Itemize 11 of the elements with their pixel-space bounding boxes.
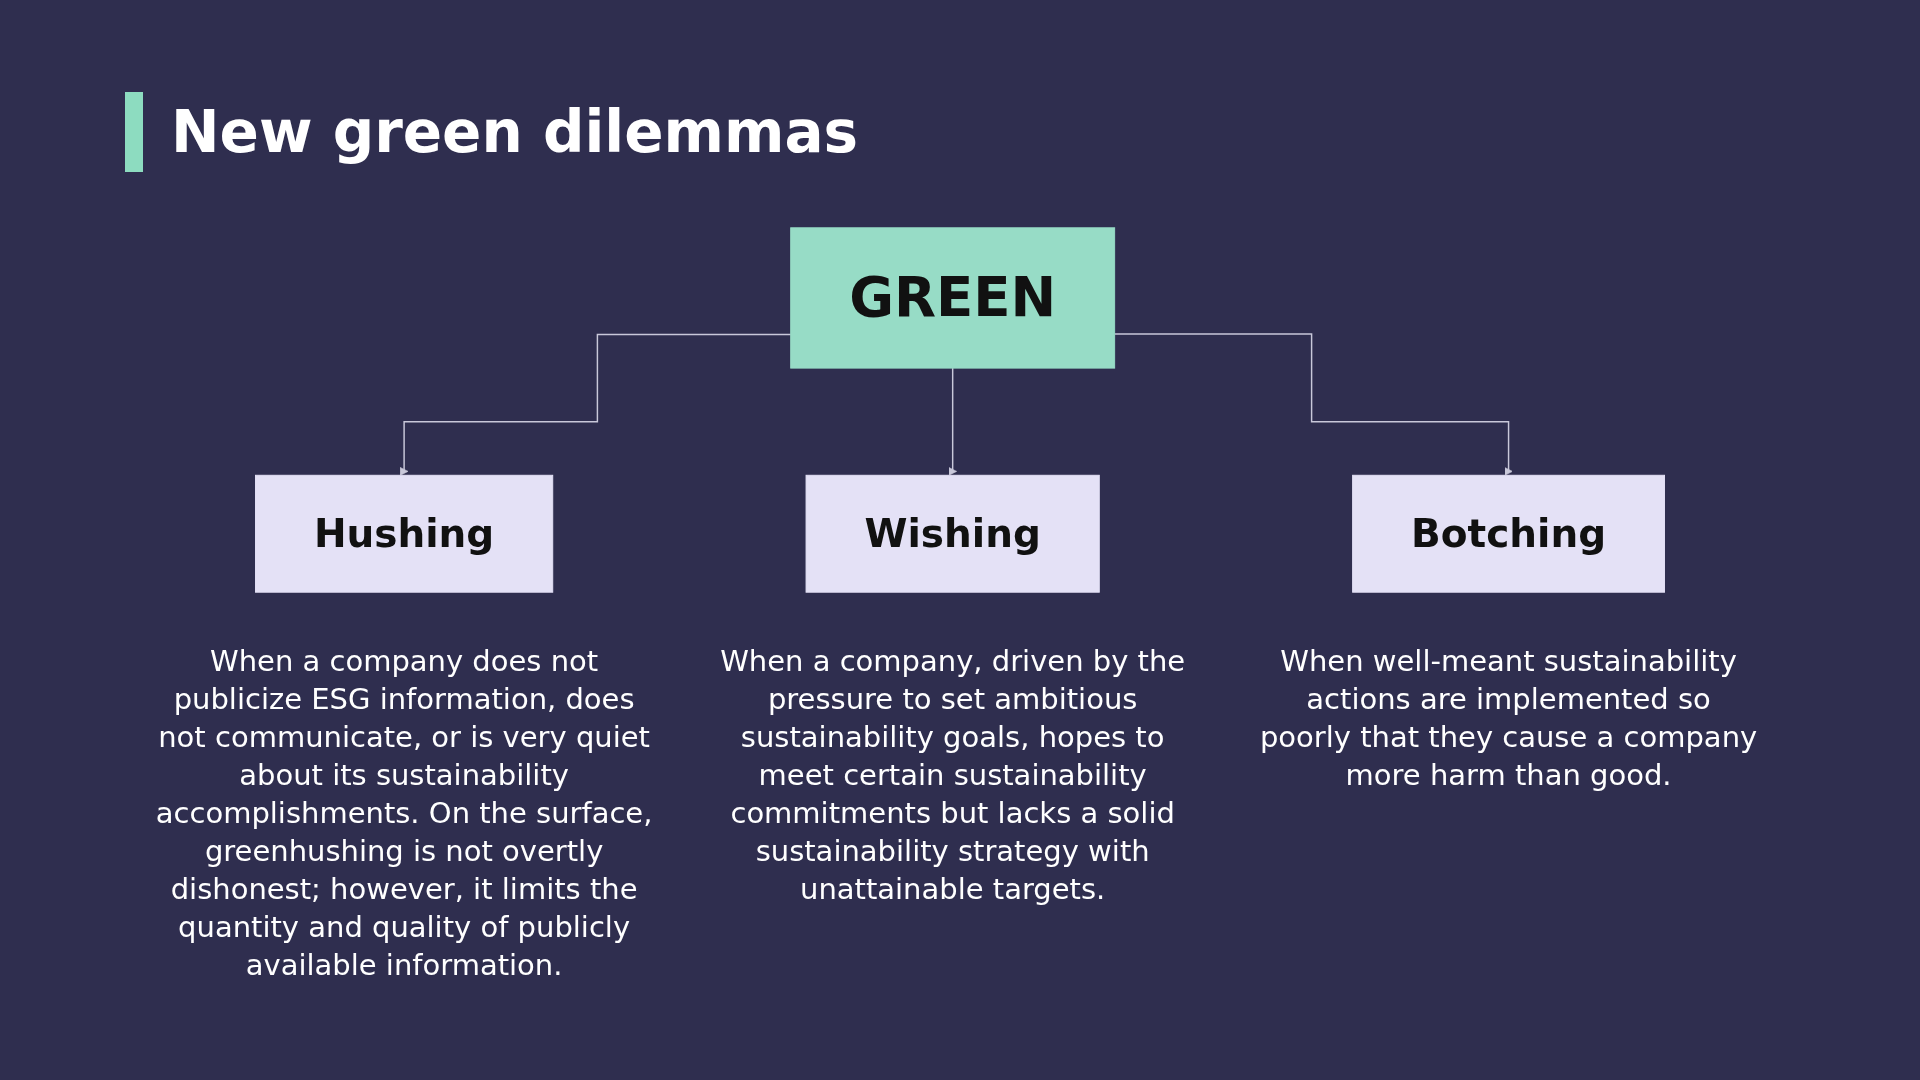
category-box: Hushing — [255, 474, 554, 593]
description-text: When a company, driven by the pressure to set ambitious sustainability goals, hopes to meet certain sustainability commitments but lacks a solid sustainability strategy with unattainable targets. — [719, 643, 1187, 909]
category-box: Wishing — [805, 474, 1100, 593]
description-text: When well-meant sustainability actions are implemented so poorly that they cause a company more harm than good. — [1258, 643, 1759, 795]
description-text: When a company does not publicize ESG information, does not communicate, or is very quiet about its sustainability accomplishments. On the surface, greenhushing is not overtly dishonest; however, it limits the quantity and quality of publicly available information. — [154, 643, 654, 985]
root-box: GREEN — [790, 227, 1116, 369]
slide-title: New green dilemmas — [171, 98, 859, 166]
arrow — [948, 367, 957, 476]
category-box: Botching — [1352, 474, 1665, 593]
arrow — [399, 333, 792, 476]
arrow — [1113, 333, 1513, 476]
